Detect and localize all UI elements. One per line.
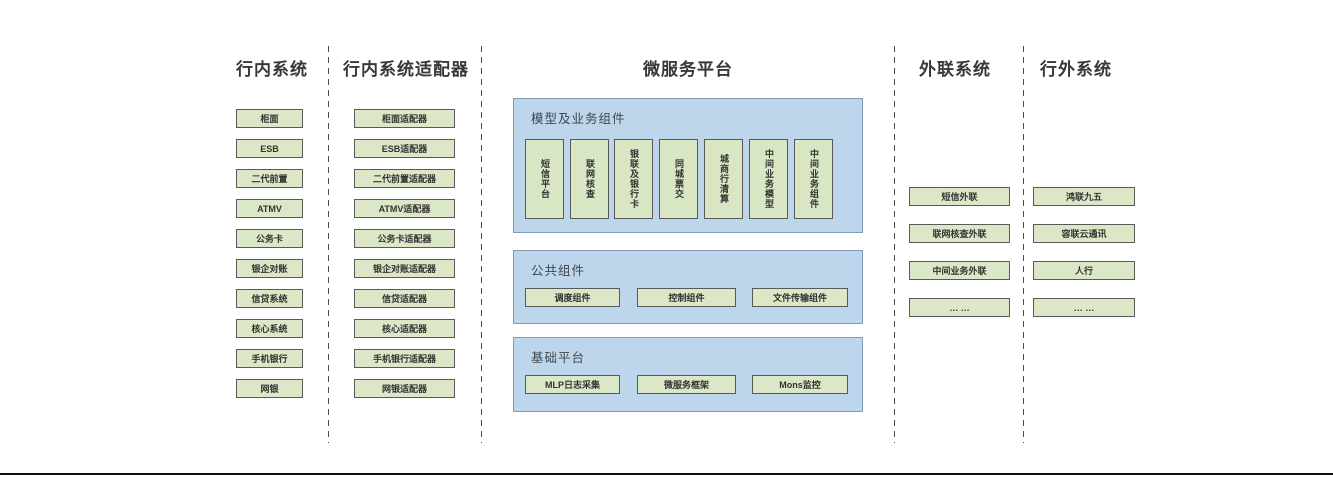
internal-system-box: ATMV: [236, 199, 303, 218]
adapter-box: ATMV适配器: [354, 199, 455, 218]
business-component-box: 同城票交: [659, 139, 698, 219]
business-component-box: 中间业务组件: [794, 139, 833, 219]
panel-title: 公共组件: [531, 264, 586, 278]
business-component-box: 银联及银行卡: [614, 139, 653, 219]
adapter-box: 银企对账适配器: [354, 259, 455, 278]
internal-system-box: ESB: [236, 139, 303, 158]
business-component-box: 短信平台: [525, 139, 564, 219]
column-title-external-link-systems: 外联系统: [919, 60, 991, 79]
common-component-box: 调度组件: [525, 288, 620, 307]
internal-system-box: 公务卡: [236, 229, 303, 248]
adapter-box: 网银适配器: [354, 379, 455, 398]
internal-system-box: 网银: [236, 379, 303, 398]
bottom-divider-line: [0, 473, 1333, 475]
external-link-box: 中间业务外联: [909, 261, 1010, 280]
base-platform-box: MLP日志采集: [525, 375, 620, 394]
dashed-separator-2: [481, 46, 482, 443]
panel-title: 模型及业务组件: [531, 112, 626, 126]
internal-system-box: 银企对账: [236, 259, 303, 278]
external-link-box: 短信外联: [909, 187, 1010, 206]
base-platform-box: 微服务框架: [637, 375, 736, 394]
business-component-box: 中间业务模型: [749, 139, 788, 219]
column-title-internal-systems: 行内系统: [236, 60, 308, 79]
business-component-box: 城商行清算: [704, 139, 743, 219]
adapter-box: ESB适配器: [354, 139, 455, 158]
business-component-label: 银联及银行卡: [629, 149, 639, 209]
business-component-label: 城商行清算: [719, 154, 729, 204]
internal-system-box: 二代前置: [236, 169, 303, 188]
outside-system-box: 鸿联九五: [1033, 187, 1135, 206]
dashed-separator-1: [328, 46, 329, 443]
business-component-box: 联网核查: [570, 139, 609, 219]
column-title-outside-systems: 行外系统: [1040, 60, 1112, 79]
internal-system-box: 核心系统: [236, 319, 303, 338]
panel-base-platform: 基础平台 MLP日志采集 微服务框架 Mons监控: [513, 337, 863, 412]
adapter-box: 公务卡适配器: [354, 229, 455, 248]
business-component-label: 中间业务模型: [764, 149, 774, 209]
adapter-box: 柜面适配器: [354, 109, 455, 128]
panel-title: 基础平台: [531, 351, 586, 365]
business-component-label: 联网核查: [585, 159, 595, 199]
business-component-label: 同城票交: [674, 159, 684, 199]
adapter-box: 信贷适配器: [354, 289, 455, 308]
base-platform-box: Mons监控: [752, 375, 848, 394]
panel-model-business-components: 模型及业务组件 短信平台 联网核查 银联及银行卡 同城票交 城商行清算 中间业务…: [513, 98, 863, 233]
adapter-box: 核心适配器: [354, 319, 455, 338]
column-title-microservice-platform: 微服务平台: [643, 60, 733, 79]
internal-system-box: 柜面: [236, 109, 303, 128]
external-link-box: 联网核查外联: [909, 224, 1010, 243]
panel-common-components: 公共组件 调度组件 控制组件 文件传输组件: [513, 250, 863, 324]
outside-system-box: … …: [1033, 298, 1135, 317]
dashed-separator-3: [894, 46, 895, 443]
outside-system-box: 人行: [1033, 261, 1135, 280]
column-title-internal-adapters: 行内系统适配器: [343, 60, 469, 79]
adapter-box: 二代前置适配器: [354, 169, 455, 188]
internal-system-box: 手机银行: [236, 349, 303, 368]
common-component-box: 控制组件: [637, 288, 736, 307]
internal-system-box: 信贷系统: [236, 289, 303, 308]
dashed-separator-4: [1023, 46, 1024, 443]
business-component-label: 中间业务组件: [809, 149, 819, 209]
external-link-box: … …: [909, 298, 1010, 317]
outside-system-box: 容联云通讯: [1033, 224, 1135, 243]
common-component-box: 文件传输组件: [752, 288, 848, 307]
adapter-box: 手机银行适配器: [354, 349, 455, 368]
business-component-label: 短信平台: [540, 159, 550, 199]
